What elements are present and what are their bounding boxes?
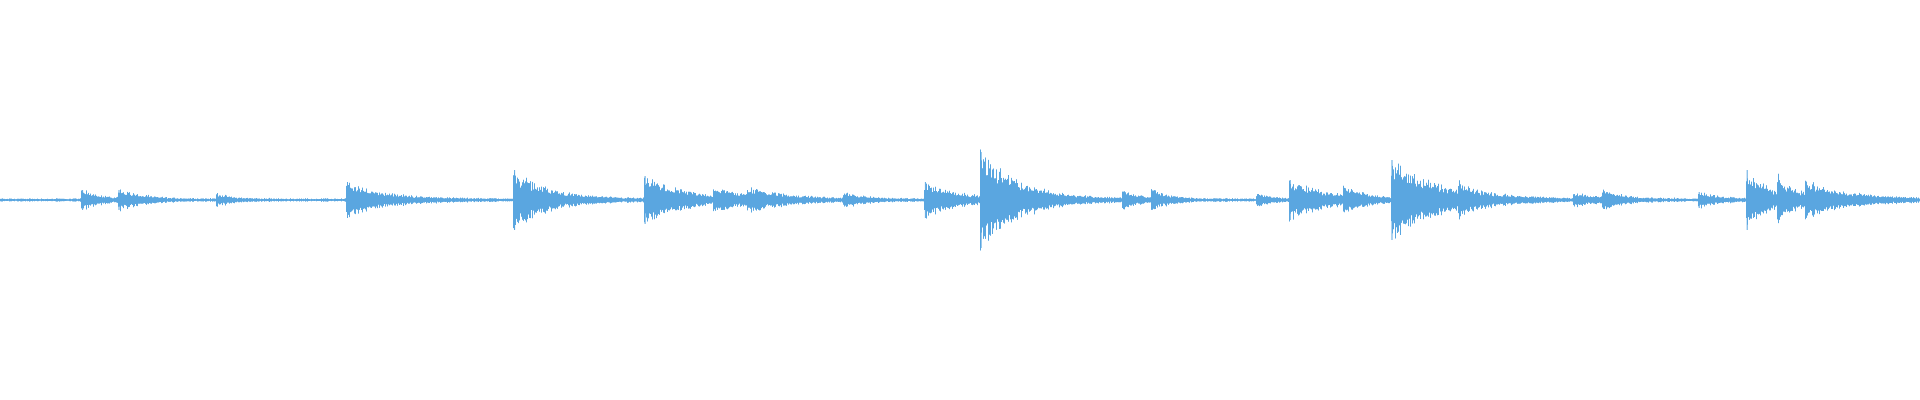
- waveform-series: [0, 149, 1920, 251]
